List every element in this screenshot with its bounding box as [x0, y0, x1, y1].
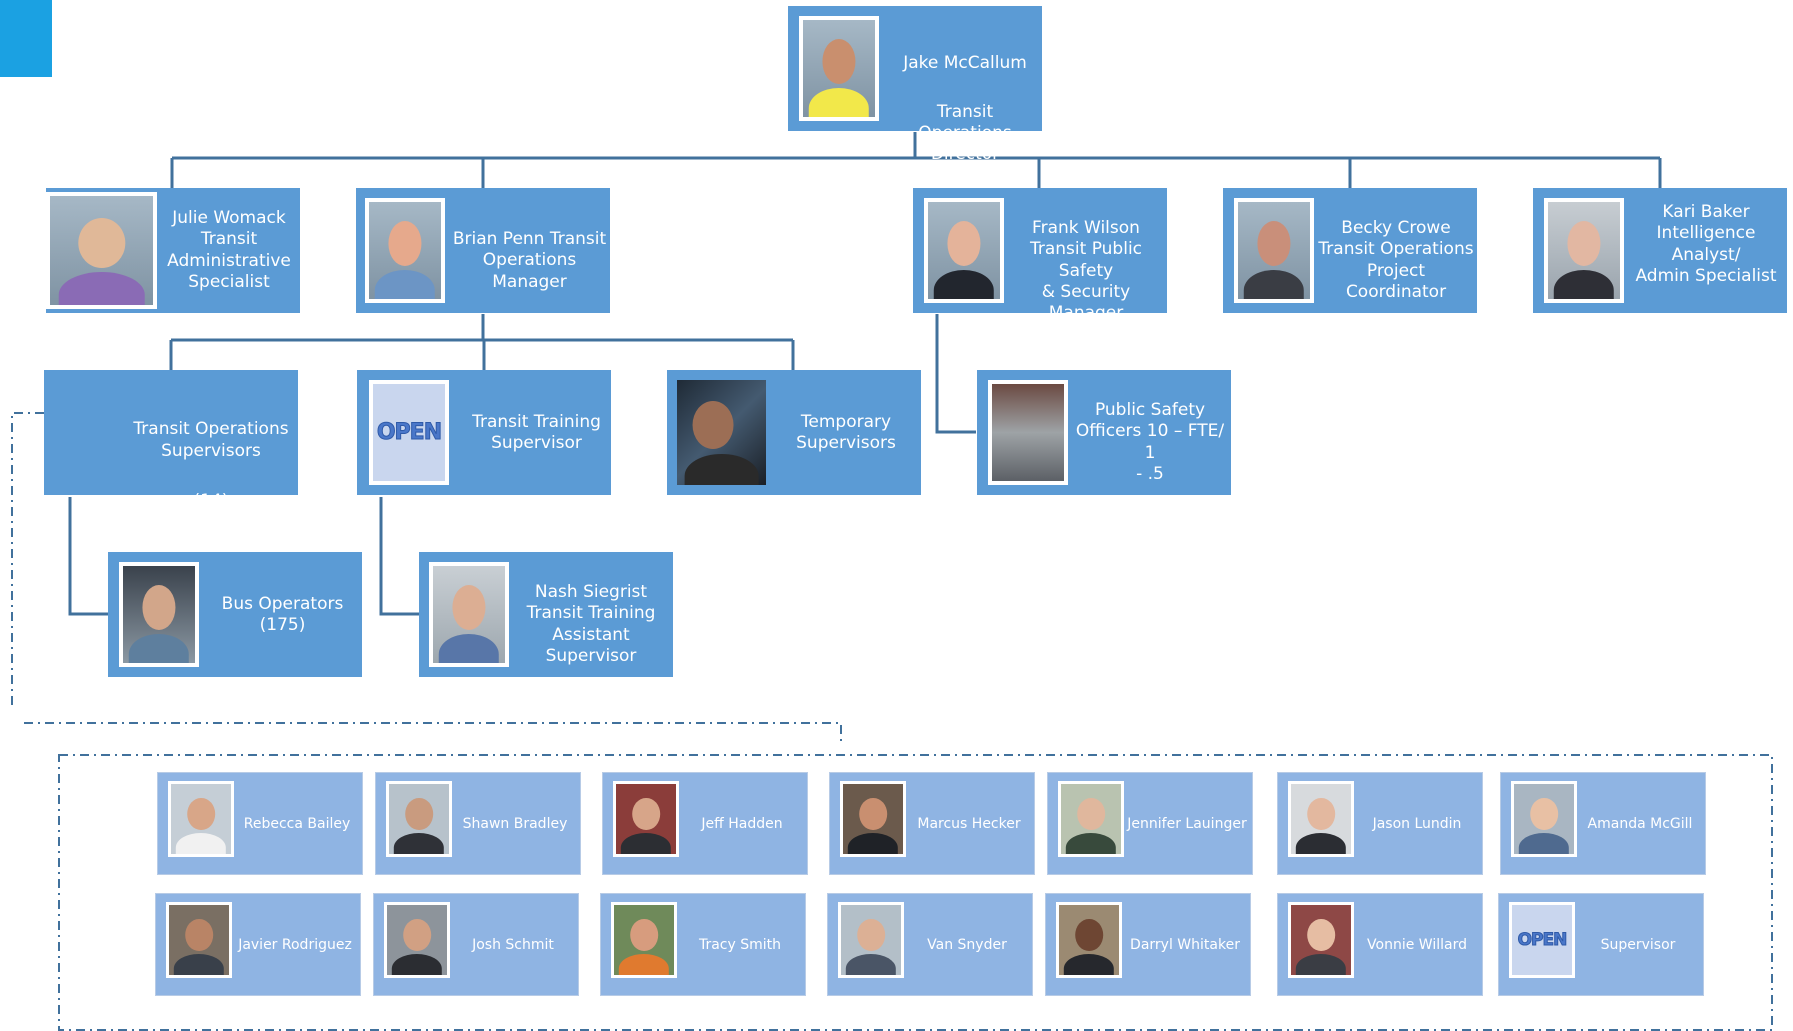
staff-name: Darryl Whitaker — [1130, 936, 1240, 953]
public-safety-label: Public Safety Officers 10 – FTE/ 1 - .5 — [1075, 400, 1225, 484]
staff-card: Josh Schmit — [373, 893, 579, 996]
staff-name: Jeff Hadden — [701, 815, 783, 832]
ops-supervisors-label: Transit Operations Supervisors — [133, 419, 289, 461]
open-badge: OPEN — [376, 420, 442, 446]
ops-supervisors-count: (14) — [193, 491, 229, 511]
staff-name: Amanda McGill — [1587, 815, 1693, 832]
brian-penn-photo — [365, 198, 445, 303]
staff-card: Jason Lundin — [1277, 772, 1483, 875]
staff-name: Jason Lundin — [1372, 815, 1462, 832]
public-safety-photo — [988, 380, 1068, 485]
staff-name: Jennifer Lauinger — [1127, 815, 1247, 832]
node-public-safety-officers: Public Safety Officers 10 – FTE/ 1 - .5 — [977, 370, 1231, 495]
node-nash-siegrist: Nash Siegrist Transit Training Assistant… — [419, 552, 673, 677]
staff-name: Van Snyder — [927, 936, 1007, 953]
open-badge: OPEN — [1517, 930, 1568, 951]
staff-card: Darryl Whitaker — [1045, 893, 1251, 996]
staff-name: Vonnie Willard — [1367, 936, 1467, 953]
staff-card: Shawn Bradley — [375, 772, 581, 875]
kari-baker-photo — [1544, 198, 1624, 303]
staff-name: Rebecca Bailey — [243, 815, 351, 832]
nash-siegrist-label: Nash Siegrist Transit Training Assistant… — [526, 582, 656, 666]
staff-name: Marcus Hecker — [917, 815, 1021, 832]
temporary-supervisors-label: Temporary Supervisors — [796, 412, 896, 454]
staff-name: Josh Schmit — [472, 936, 554, 953]
training-supervisor-label: Transit Training Supervisor — [472, 412, 601, 454]
staff-card: Marcus Hecker — [829, 772, 1035, 875]
node-kari-baker: Kari Baker Intelligence Analyst/ Admin S… — [1533, 188, 1787, 313]
node-becky-crowe: Becky Crowe Transit Operations Project C… — [1223, 188, 1477, 313]
director-name: Jake McCallum — [903, 53, 1027, 74]
node-temporary-supervisors: Temporary Supervisors — [667, 370, 921, 495]
node-transit-training-supervisor: OPEN Transit Training Supervisor — [357, 370, 611, 495]
staff-card: Jeff Hadden — [602, 772, 808, 875]
bus-operators-photo — [119, 562, 199, 667]
node-julie-womack: Julie Womack Transit Administrative Spec… — [46, 188, 300, 313]
staff-card: Vonnie Willard — [1277, 893, 1483, 996]
nash-siegrist-photo — [429, 562, 509, 667]
julie-womack-photo — [46, 192, 157, 309]
staff-card: Javier Rodriguez — [155, 893, 361, 996]
becky-crowe-photo — [1234, 198, 1314, 303]
frank-wilson-photo — [924, 198, 1004, 303]
brian-penn-label: Brian Penn Transit Operations Manager — [452, 229, 607, 292]
node-director: Jake McCallum Transit Operations Directo… — [788, 6, 1042, 164]
kari-baker-label: Kari Baker Intelligence Analyst/ Admin S… — [1635, 202, 1777, 286]
staff-name: Shawn Bradley — [462, 815, 568, 832]
temporary-supervisors-photo — [677, 380, 766, 485]
staff-name: Javier Rodriguez — [238, 936, 352, 953]
accent-square — [0, 0, 52, 77]
staff-card: Van Snyder — [827, 893, 1033, 996]
node-brian-penn: Brian Penn Transit Operations Manager — [356, 188, 610, 313]
becky-crowe-label: Becky Crowe Transit Operations Project C… — [1318, 218, 1474, 302]
staff-name: Tracy Smith — [698, 936, 782, 953]
node-transit-operations-supervisors: Transit Operations Supervisors (14) — [44, 370, 298, 511]
staff-name: Supervisor — [1600, 936, 1676, 953]
bus-operators-label: Bus Operators (175) — [221, 594, 344, 636]
node-frank-wilson: Frank Wilson Transit Public Safety & Sec… — [913, 188, 1167, 323]
staff-card: Jennifer Lauinger — [1047, 772, 1253, 875]
open-position-photo: OPEN — [357, 380, 462, 485]
staff-card: Tracy Smith — [600, 893, 806, 996]
staff-card: Amanda McGill — [1500, 772, 1706, 875]
node-bus-operators: Bus Operators (175) — [108, 552, 362, 677]
director-title: Transit Operations Director — [918, 101, 1012, 165]
staff-card: Rebecca Bailey — [157, 772, 363, 875]
julie-womack-label: Julie Womack Transit Administrative Spec… — [167, 208, 291, 292]
frank-wilson-label: Frank Wilson Transit Public Safety & Sec… — [1029, 218, 1143, 323]
staff-card-open: OPEN Supervisor — [1498, 893, 1704, 996]
director-photo — [799, 16, 879, 121]
